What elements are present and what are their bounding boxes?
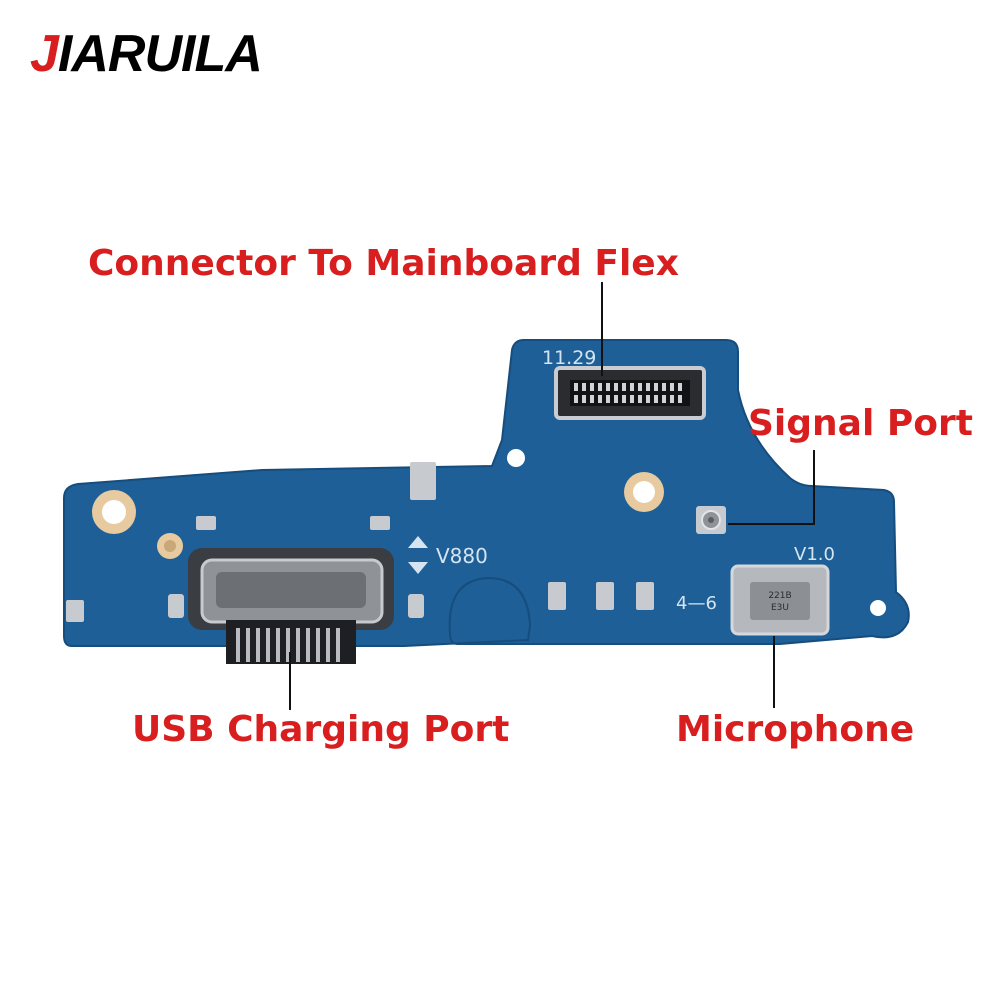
silkscreen-batch: 4—6 xyxy=(676,593,717,614)
signal-port xyxy=(696,506,726,534)
gold-pad-left xyxy=(157,533,183,559)
board-to-board-connector xyxy=(554,366,706,420)
silkscreen-date-code: 11.29 xyxy=(542,347,596,369)
mic-code-1: 221B xyxy=(768,591,791,601)
mounting-hole-center xyxy=(624,472,664,512)
brand-logo: JIARUILA xyxy=(30,25,263,83)
smd-components xyxy=(66,462,654,622)
brand-rest: IARUILA xyxy=(57,25,263,83)
microphone-component: 221B E3U xyxy=(730,564,830,636)
mic-code-2: E3U xyxy=(771,603,789,613)
silkscreen-arrow-icon xyxy=(408,536,428,574)
mounting-hole-left xyxy=(92,490,136,534)
callout-signal-port: Signal Port xyxy=(748,403,973,444)
mounting-hole-top xyxy=(507,449,525,467)
callout-usb-charging-port: USB Charging Port xyxy=(132,709,510,750)
brand-first-letter: J xyxy=(30,25,59,83)
silkscreen-version: V1.0 xyxy=(794,544,835,565)
silkscreen-model: V880 xyxy=(436,544,488,568)
callout-microphone: Microphone xyxy=(676,709,915,750)
usb-c-port xyxy=(188,548,394,664)
mounting-hole-right xyxy=(870,600,886,616)
signal-leader-line xyxy=(728,450,815,525)
callout-connector: Connector To Mainboard Flex xyxy=(88,243,679,284)
